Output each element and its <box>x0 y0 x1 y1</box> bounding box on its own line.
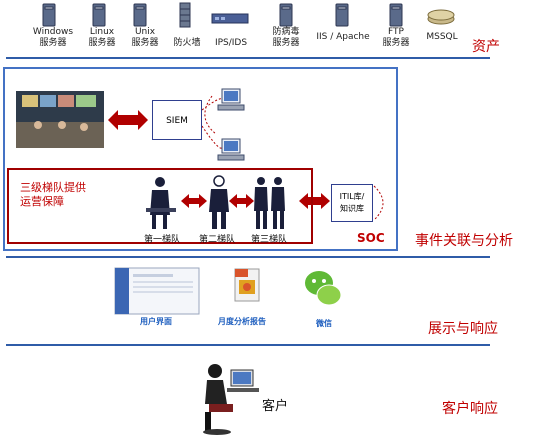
separator <box>6 57 490 59</box>
asset-label: IPS/IDS <box>214 38 248 48</box>
assets-title: 资产 <box>472 39 500 55</box>
separator <box>6 256 490 258</box>
soc-label: SOC <box>357 231 385 245</box>
asset-label: FTP 服务器 <box>382 27 410 48</box>
correlation-analysis-title: 事件关联与分析 <box>415 233 513 249</box>
siem-node: SIEM <box>152 100 202 140</box>
report-document-icon <box>234 268 260 302</box>
asset-label: 防病毒 服务器 <box>272 27 300 48</box>
user-interface-screenshot-icon <box>114 267 200 315</box>
database-icon <box>427 9 455 25</box>
monitoring-room-image <box>16 91 104 148</box>
asset-label: Linux 服务器 <box>88 27 116 48</box>
asset-label: 防火墙 <box>173 38 201 48</box>
network-appliance-icon <box>211 13 249 24</box>
app-label: 用户界面 <box>140 317 172 326</box>
bidirectional-arrow <box>229 194 254 208</box>
separator <box>6 344 490 346</box>
operator-at-desk-icon <box>146 177 176 229</box>
bidirectional-arrow <box>299 193 330 209</box>
workstation-icon <box>217 138 245 161</box>
asset-label: Windows 服务器 <box>32 27 74 48</box>
customer-label: 客户 <box>262 399 289 414</box>
person-icon <box>209 175 229 229</box>
bidirectional-arrow <box>181 194 207 208</box>
app-label: 微信 <box>316 319 332 328</box>
team-frame <box>7 168 313 244</box>
asset-label: MSSQL <box>426 32 458 42</box>
itil-knowledge-base: ITIL库/ 知识库 <box>331 184 373 222</box>
customer-at-desk-icon <box>203 364 259 435</box>
firewall-icon <box>179 2 191 28</box>
server-tower-icon <box>42 3 403 27</box>
workstation-icon <box>217 88 245 111</box>
person-icon <box>254 177 285 229</box>
customer-response-title: 客户响应 <box>442 401 498 417</box>
wechat-icon <box>305 271 342 306</box>
asset-icons <box>42 2 455 28</box>
bidirectional-arrow <box>108 110 148 130</box>
app-label: 月度分析报告 <box>218 317 266 326</box>
team-caption: 三级梯队提供 运营保障 <box>20 181 86 208</box>
asset-label: IIS / Apache <box>316 32 370 42</box>
display-response-title: 展示与响应 <box>428 321 498 337</box>
team-label: 第一梯队 <box>144 235 181 245</box>
soc-frame <box>3 67 398 251</box>
asset-label: Unix 服务器 <box>131 27 159 48</box>
display-icons <box>114 267 342 315</box>
team-label: 第三梯队 <box>251 235 288 245</box>
soc-graphics <box>16 88 384 229</box>
team-label: 第二梯队 <box>199 235 236 245</box>
